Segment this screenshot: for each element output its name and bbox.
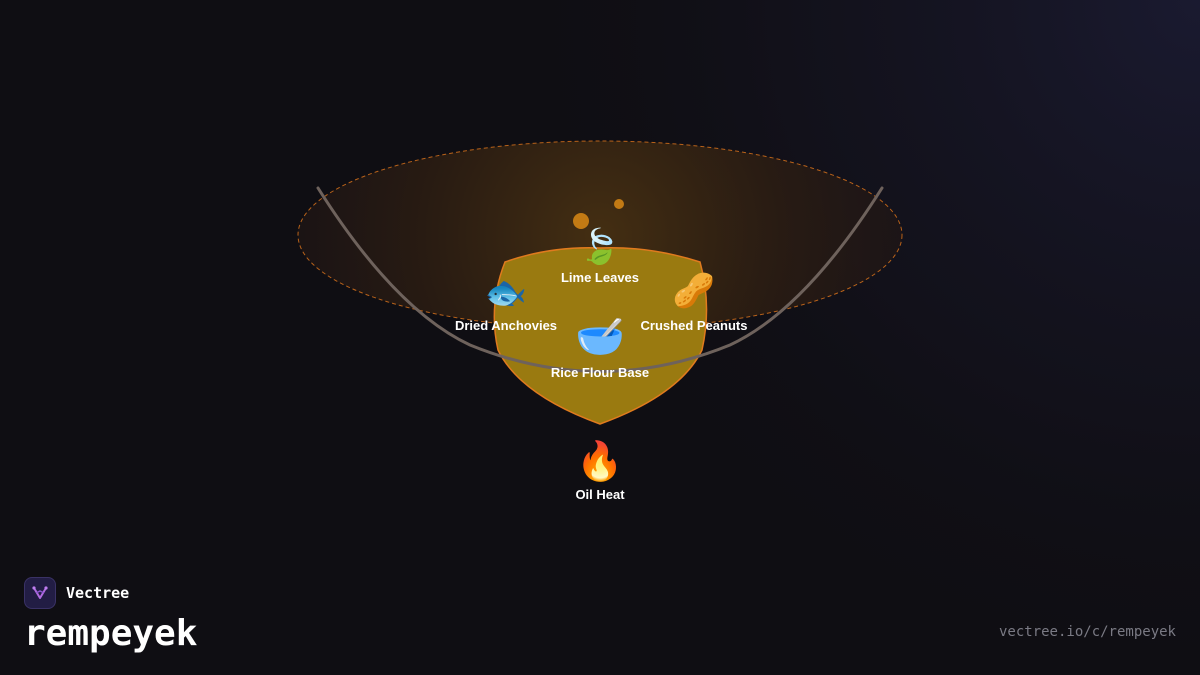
- node-rice-flour-base: 🥣 Rice Flour Base: [551, 314, 649, 380]
- brand: Vectree: [24, 577, 129, 609]
- page-url[interactable]: vectree.io/c/rempeyek: [998, 624, 1176, 640]
- node-label-crushed-peanuts: Crushed Peanuts: [641, 318, 748, 333]
- node-label-rice-flour-base: Rice Flour Base: [551, 365, 649, 380]
- node-oil-heat: 🔥 Oil Heat: [575, 439, 625, 502]
- node-lime-leaves: 🍃 Lime Leaves: [561, 226, 639, 285]
- brand-name: Vectree: [66, 584, 130, 602]
- page-title: rempeyek: [24, 613, 198, 654]
- oil-bubble: [614, 199, 624, 209]
- batter-shape: [493, 247, 708, 425]
- node-label-oil-heat: Oil Heat: [575, 487, 625, 502]
- fish-icon: 🐟: [485, 273, 527, 313]
- node-label-lime-leaves: Lime Leaves: [561, 270, 639, 285]
- node-crushed-peanuts: 🥜 Crushed Peanuts: [641, 269, 748, 333]
- wok-outline: [316, 186, 884, 373]
- peanut-icon: 🥜: [673, 269, 715, 311]
- bowl-icon: 🥣: [575, 314, 625, 360]
- vectree-logo-icon: [24, 577, 56, 609]
- node-label-dried-anchovies: Dried Anchovies: [455, 318, 557, 333]
- leaf-icon: 🍃: [579, 226, 621, 267]
- node-dried-anchovies: 🐟 Dried Anchovies: [455, 273, 557, 333]
- fire-icon: 🔥: [576, 439, 623, 483]
- oil-bubble: [573, 213, 589, 229]
